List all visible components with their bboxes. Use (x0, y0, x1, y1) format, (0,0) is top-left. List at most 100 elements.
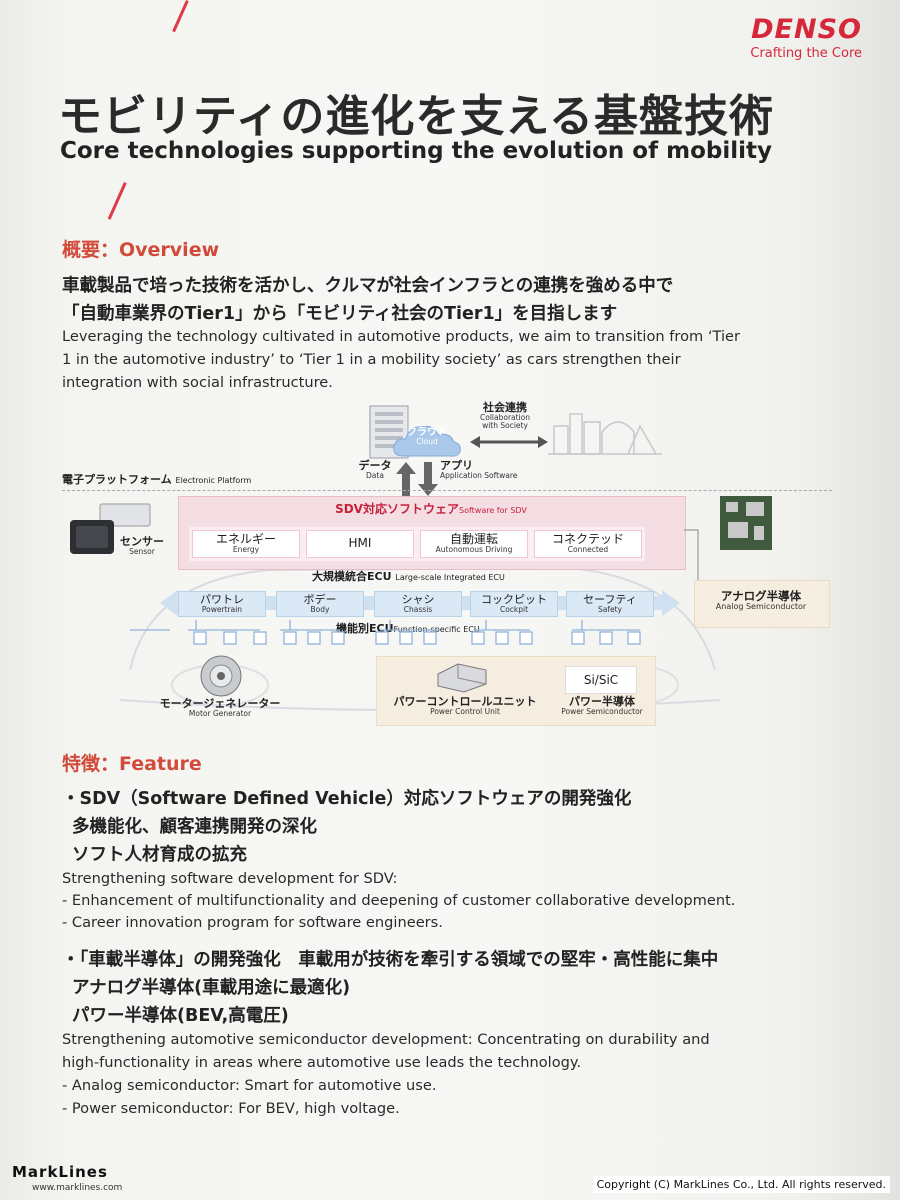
app-label-en: Application Software (440, 471, 518, 481)
overview-heading: 概要：Overview (62, 239, 220, 261)
large-ecu-en: Large-scale Integrated ECU (395, 573, 505, 582)
function-cockpit: コックピット Cockpit (470, 591, 558, 617)
overview-jp-line1: 車載製品で培った技術を活かし、クルマが社会インフラとの連携を強める中で (62, 276, 674, 296)
society-label-en1: Collaboration (480, 413, 530, 423)
feature-sdv-en2: - Enhancement of multifunctionality and … (62, 892, 736, 909)
feature-semi-jp3: パワー半導体(BEV,高電圧) (72, 1006, 289, 1026)
function-chassis-en: Chassis (403, 604, 433, 614)
motor-generator-icon (200, 655, 242, 697)
feature-sdv-en3: - Career innovation program for software… (62, 914, 443, 931)
platform-divider (62, 490, 832, 491)
pcu-label-en: Power Control Unit (430, 707, 500, 717)
cloud-label-en: Cloud (416, 437, 438, 446)
function-safety-en: Safety (598, 604, 622, 614)
power-semi-label-en: Power Semiconductor (561, 707, 643, 717)
platform-label-jp: 電子プラットフォーム (62, 473, 172, 486)
feature-sdv-jp1: ・SDV（Software Defined Vehicle）対応ソフトウェアの開… (62, 789, 632, 809)
app-label: アプリ Application Software (440, 459, 518, 481)
cloud-icon (393, 425, 461, 457)
motor-label: モータージェネレーター Motor Generator (150, 697, 290, 719)
feature-sdv-jp2: 多機能化、顧客連携開発の深化 (72, 817, 317, 837)
module-energy-jp: エネルギー (215, 532, 276, 546)
module-connected: コネクテッド Connected (534, 530, 642, 558)
circuit-board-icon (720, 496, 772, 550)
module-energy: エネルギー Energy (192, 530, 300, 558)
overview-en-line1: Leveraging the technology cultivated in … (62, 328, 741, 345)
pcu-label-jp: パワーコントロールユニット (393, 695, 537, 708)
sensor-label-jp: センサー (120, 535, 164, 548)
feature-semi-jp1: ・「車載半導体」の開発強化 車載用が技術を牽引する領域での堅牢・高性能に集中 (62, 950, 719, 970)
platform-label: 電子プラットフォーム Electronic Platform (62, 473, 252, 486)
function-cockpit-jp: コックピット (481, 593, 547, 606)
overview-jp-line2: 「自動車業界のTier1」から「モビリティ社会のTier1」を目指します (62, 304, 618, 324)
function-powertrain-jp: パワトレ (200, 593, 244, 606)
sensor-camera-icon (70, 503, 151, 554)
pcu-label: パワーコントロールユニット Power Control Unit (380, 695, 550, 717)
data-label-jp: データ (358, 459, 392, 472)
app-label-jp: アプリ (440, 459, 473, 472)
feature-semi-en2: high-functionality in areas where automo… (62, 1054, 582, 1071)
large-ecu-label: 大規模統合ECU Large-scale Integrated ECU (312, 568, 505, 584)
marklines-url: www.marklines.com (32, 1183, 123, 1193)
brand-name: DENSO (751, 14, 862, 45)
cloud-label-jp: クラウド (407, 427, 447, 438)
analog-semiconductor-box (694, 580, 830, 628)
module-ad-en: Autonomous Driving (435, 544, 513, 554)
function-body-en: Body (310, 604, 330, 614)
analog-label-en: Analog Semiconductor (715, 601, 807, 611)
module-hmi: HMI (306, 530, 414, 558)
analog-label-jp: アナログ半導体 (720, 589, 802, 603)
function-safety: セーフティ Safety (566, 591, 654, 617)
overview-en-line2: 1 in the automotive industry’ to ‘Tier 1… (62, 351, 681, 368)
server-building-icon (369, 405, 409, 459)
feature-heading: 特徴：Feature (62, 753, 202, 775)
sdv-title-jp: SDV対応ソフトウェア (335, 502, 459, 516)
motor-label-en: Motor Generator (188, 709, 252, 719)
page-title-jp: モビリティの進化を支える基盤技術 (58, 91, 775, 142)
copyright-notice: Copyright (C) MarkLines Co., Ltd. All ri… (592, 1176, 890, 1193)
page-title-en: Core technologies supporting the evoluti… (60, 138, 772, 164)
module-hmi-label: HMI (348, 536, 372, 550)
function-cockpit-en: Cockpit (499, 604, 529, 614)
sdv-title: SDV対応ソフトウェアSoftware for SDV (178, 500, 684, 517)
module-energy-en: Energy (232, 544, 260, 554)
city-skyline-icon (548, 413, 662, 455)
feature-semi-en3: - Analog semiconductor: Smart for automo… (62, 1077, 437, 1094)
analog-label: アナログ半導体 Analog Semiconductor (694, 590, 828, 611)
society-label: 社会連携 Collaboration with Society (466, 401, 544, 431)
function-safety-jp: セーフティ (583, 593, 637, 606)
bidirectional-arrow-icon (470, 436, 548, 448)
slash-decoration-mid (107, 182, 127, 220)
feature-sdv-en1: Strengthening software development for S… (62, 870, 398, 887)
module-autonomous-driving: 自動運転 Autonomous Driving (420, 530, 528, 558)
feature-semi-en1: Strengthening automotive semiconductor d… (62, 1031, 710, 1048)
brand-logo: DENSO Crafting the Core (750, 14, 862, 61)
platform-label-en: Electronic Platform (175, 476, 252, 485)
sensor-label-en: Sensor (129, 547, 155, 557)
small-ecu-nodes-icon (188, 620, 641, 645)
overview-en-line3: integration with social infrastructure. (62, 374, 333, 391)
motor-label-jp: モータージェネレーター (159, 697, 281, 710)
feature-sdv-jp3: ソフト人材育成の拡充 (72, 845, 247, 865)
function-chassis: シャシ Chassis (374, 591, 462, 617)
power-control-unit-icon (437, 663, 487, 693)
society-label-en2: with Society (482, 421, 528, 431)
society-label-jp: 社会連携 (483, 401, 527, 414)
brand-tagline: Crafting the Core (750, 46, 862, 61)
large-ecu-jp: 大規模統合ECU (312, 570, 392, 583)
sdv-title-en: Software for SDV (458, 506, 527, 515)
power-semi-label-jp: パワー半導体 (569, 695, 635, 708)
cloud-label: クラウド Cloud (398, 427, 456, 446)
module-connected-en: Connected (567, 544, 609, 554)
module-ad-jp: 自動運転 (449, 532, 498, 546)
feature-semi-en4: - Power semiconductor: For BEV, high vol… (62, 1100, 400, 1117)
sensor-label: センサー Sensor (112, 535, 172, 557)
feature-semi-jp2: アナログ半導体(車載用途に最適化) (72, 978, 351, 998)
small-ecu-nodes-left-icon (130, 629, 170, 631)
marklines-logo: MarkLines (12, 1163, 108, 1181)
function-body-jp: ボデー (303, 593, 337, 606)
function-powertrain-en: Powertrain (201, 604, 243, 614)
data-label: データ Data (350, 459, 400, 480)
function-chassis-jp: シャシ (401, 593, 435, 606)
